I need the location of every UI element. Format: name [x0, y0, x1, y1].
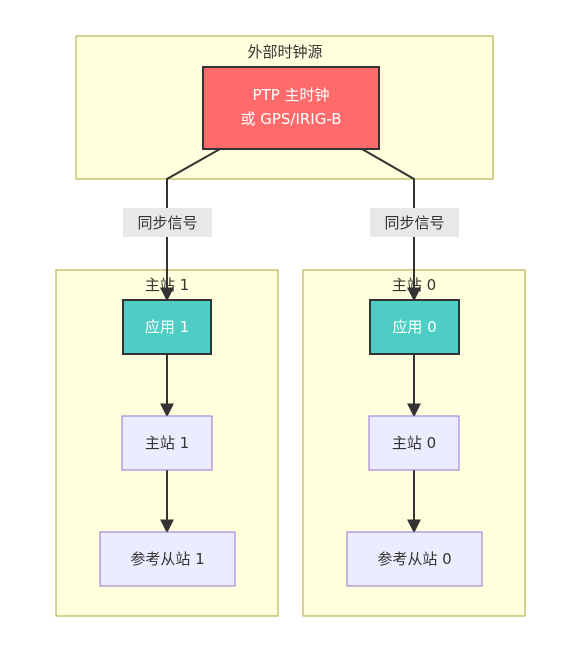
edge-label-sync-right-text: 同步信号: [384, 214, 444, 232]
node-master-1-label: 主站 1: [145, 434, 189, 452]
node-ref-slave-0-box: [346, 531, 483, 587]
edge-label-sync-left-text: 同步信号: [137, 214, 197, 232]
node-app-0-box: [369, 299, 460, 355]
node-app-0[interactable]: 应用 0: [369, 299, 460, 355]
cluster-external-title: 外部时钟源: [247, 43, 322, 61]
node-ptp-master-line2: 或 GPS/IRIG-B: [240, 110, 341, 128]
node-ptp-master-box: [202, 66, 380, 150]
node-ref-slave-0[interactable]: 参考从站 0: [346, 531, 483, 587]
edge-label-sync-left-bg: [123, 208, 212, 237]
node-ref-slave-1-box: [99, 531, 236, 587]
node-master-1-box: [121, 415, 213, 471]
node-master-0-label: 主站 0: [392, 434, 436, 452]
node-ref-slave-0-label: 参考从站 0: [377, 550, 451, 568]
node-app-1[interactable]: 应用 1: [122, 299, 212, 355]
node-app-0-label: 应用 0: [392, 318, 436, 336]
node-ptp-master[interactable]: PTP 主时钟 或 GPS/IRIG-B: [202, 66, 380, 150]
edge-label-sync-right-bg: [370, 208, 459, 237]
edges: [160, 148, 421, 534]
node-app-1-label: 应用 1: [145, 318, 189, 336]
node-master-0[interactable]: 主站 0: [368, 415, 460, 471]
node-ref-slave-1-label: 参考从站 1: [130, 550, 204, 568]
edge-ptp-to-app0: [361, 148, 421, 302]
edge-label-sync-left: 同步信号: [123, 208, 212, 237]
node-master-1[interactable]: 主站 1: [121, 415, 213, 471]
node-ref-slave-1[interactable]: 参考从站 1: [99, 531, 236, 587]
node-master-0-box: [368, 415, 460, 471]
node-ptp-master-line1: PTP 主时钟: [252, 86, 329, 104]
node-app-1-box: [122, 299, 212, 355]
edge-label-sync-right: 同步信号: [370, 208, 459, 237]
edge-ptp-to-app1: [160, 148, 221, 302]
